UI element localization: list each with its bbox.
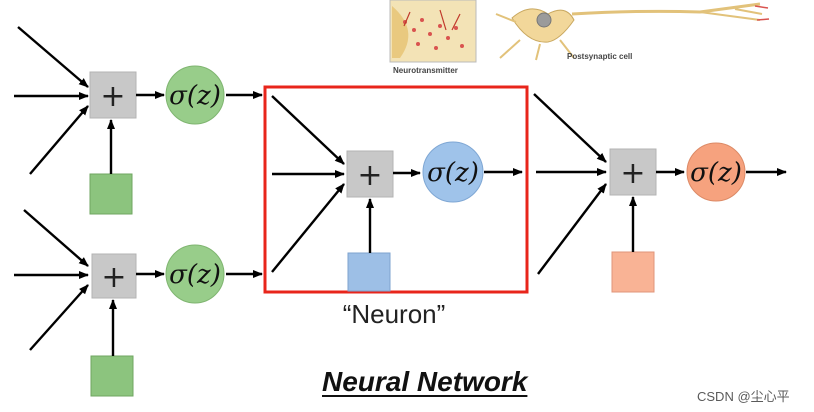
activation-node [686,142,746,202]
sigma-label: σ(z) [169,260,221,290]
sigma-label: σ(z) [427,158,479,188]
sum-node [91,253,137,299]
plus-icon: + [101,260,126,295]
plus-icon: + [620,156,645,191]
input-arrow [537,183,607,275]
sum-node [609,148,657,196]
bio-neuron-image: Neurotransmitter Postsynaptic cell [389,0,770,75]
input-arrow [271,95,345,165]
input-arrow [533,93,607,163]
bias-box [89,173,133,215]
diagram-title: Neural Network [322,366,528,397]
input-arrow [29,284,89,351]
bias-box [347,252,391,292]
input-arrow [17,26,89,88]
bias-box [90,355,134,397]
input-arrow [29,105,89,175]
sigma-label: σ(z) [169,81,221,111]
activation-node [165,244,225,304]
neuron-l1-top: + σ(z) [14,26,225,215]
highlighted-neuron: + σ(z) [263,85,529,294]
activation-node [165,65,225,125]
plus-icon: + [100,79,125,114]
watermark: CSDN @尘心平 [697,389,790,404]
bias-box [611,251,655,293]
sum-node [346,150,394,198]
postsynaptic-cell-drawing [495,2,770,61]
neuron-label: “Neuron” [343,299,446,329]
neurotransmitter-caption: Neurotransmitter [393,66,458,75]
neuron-l1-bottom: + σ(z) [14,209,225,397]
sigma-label: σ(z) [690,158,742,188]
postsynaptic-caption: Postsynaptic cell [567,52,632,61]
input-arrow [23,209,89,267]
input-arrow [271,183,345,273]
neuron-output: + σ(z) [533,93,787,293]
plus-icon: + [357,158,382,193]
neuron-highlight-box [263,85,529,294]
activation-node [422,141,484,203]
